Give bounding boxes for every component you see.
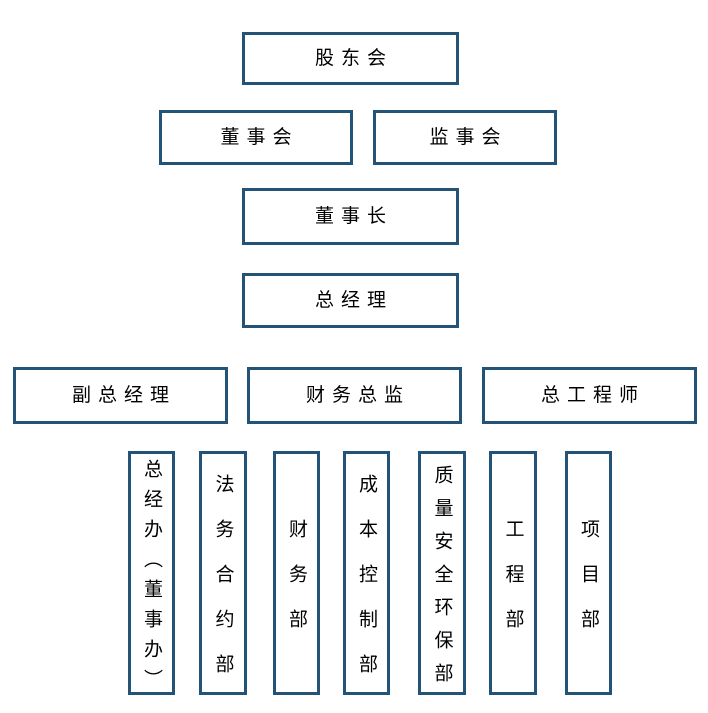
org-node-label: 法务合约部 bbox=[212, 473, 234, 699]
org-node-label: 成本控制部 bbox=[356, 473, 377, 699]
org-node-label: 项目部 bbox=[578, 518, 599, 654]
org-node-label: 总经理 bbox=[314, 290, 393, 311]
org-node-gm-office: 总经办（董事办） bbox=[128, 451, 175, 699]
org-node-deputy-general-manager: 副总经理 bbox=[13, 367, 228, 424]
org-node-shareholders-meeting: 股东会 bbox=[242, 32, 459, 85]
org-node-label: 副总经理 bbox=[71, 385, 176, 406]
org-node-supervisory-board: 监事会 bbox=[373, 110, 557, 165]
org-node-financial-director: 财务总监 bbox=[247, 367, 462, 424]
org-node-project-dept: 项目部 bbox=[565, 451, 612, 695]
org-node-label: 董事长 bbox=[314, 206, 393, 227]
org-node-label: 总工程师 bbox=[540, 385, 645, 406]
org-node-quality-safety-env-dept: 质量安全环保部 bbox=[418, 451, 466, 696]
org-node-cost-control-dept: 成本控制部 bbox=[343, 451, 390, 699]
org-node-label: 监事会 bbox=[429, 127, 508, 148]
org-node-label: 董事会 bbox=[220, 127, 299, 148]
org-node-finance-dept: 财务部 bbox=[273, 451, 320, 695]
org-node-chairman: 董事长 bbox=[242, 188, 459, 245]
org-node-label: 财务部 bbox=[286, 518, 307, 654]
org-node-label: 财务总监 bbox=[305, 385, 410, 406]
org-node-engineering-dept: 工程部 bbox=[489, 451, 537, 695]
org-node-label: 总经办（董事办） bbox=[141, 458, 162, 699]
org-node-general-manager: 总经理 bbox=[242, 273, 459, 328]
org-node-legal-contract-dept: 法务合约部 bbox=[199, 451, 247, 699]
org-node-board-of-directors: 董事会 bbox=[159, 110, 353, 165]
org-node-label: 工程部 bbox=[502, 518, 524, 654]
org-node-label: 质量安全环保部 bbox=[431, 464, 453, 696]
org-node-chief-engineer: 总工程师 bbox=[482, 367, 697, 424]
org-node-label: 股东会 bbox=[314, 48, 393, 69]
